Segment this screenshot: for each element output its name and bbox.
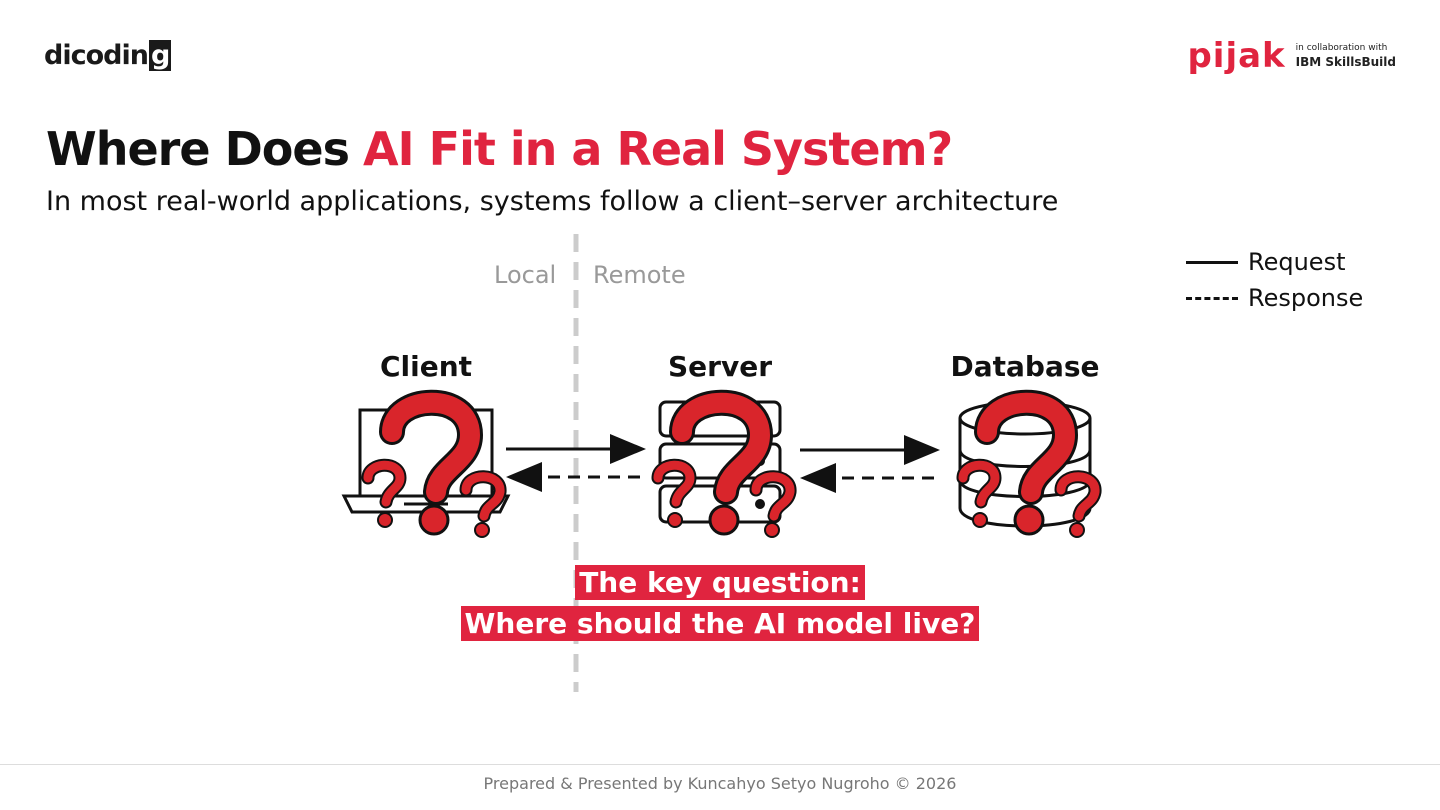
key-question-line1-wrap: The key question: (0, 565, 1440, 600)
dicoding-logo-box: g (148, 40, 172, 71)
zone-local-label: Local (494, 261, 557, 289)
legend-response: Response (1186, 284, 1363, 312)
collab-line1: in collaboration with (1295, 43, 1388, 53)
collab-line2: IBM SkillsBuild (1295, 55, 1396, 69)
title-accent: AI Fit in a Real System? (362, 122, 953, 176)
key-question-line1: The key question: (575, 565, 865, 600)
legend-request-label: Request (1248, 248, 1346, 276)
legend-response-label: Response (1248, 284, 1364, 312)
page-subtitle: In most real-world applications, systems… (46, 186, 1059, 217)
solid-line-icon (1186, 260, 1238, 264)
key-question-line2-wrap: Where should the AI model live? (0, 606, 1440, 641)
zone-remote-label: Remote (593, 261, 686, 289)
pijak-logo-text: pijak (1187, 36, 1286, 76)
key-question-line2: Where should the AI model live? (460, 606, 980, 641)
client-label: Client (379, 350, 473, 383)
footer-divider (0, 764, 1440, 765)
dicoding-logo-text: dicodin (44, 40, 149, 71)
collab-text: in collaboration with IBM SkillsBuild (1296, 41, 1396, 71)
footer-text: Prepared & Presented by Kuncahyo Setyo N… (483, 774, 957, 793)
pijak-logo: pijak in collaboration with IBM SkillsBu… (1187, 36, 1396, 76)
legend-request: Request (1186, 248, 1346, 276)
title-main: Where Does (46, 122, 350, 176)
dashed-line-icon (1186, 296, 1238, 300)
database-label: Database (950, 350, 1100, 383)
server-label: Server (667, 350, 772, 383)
